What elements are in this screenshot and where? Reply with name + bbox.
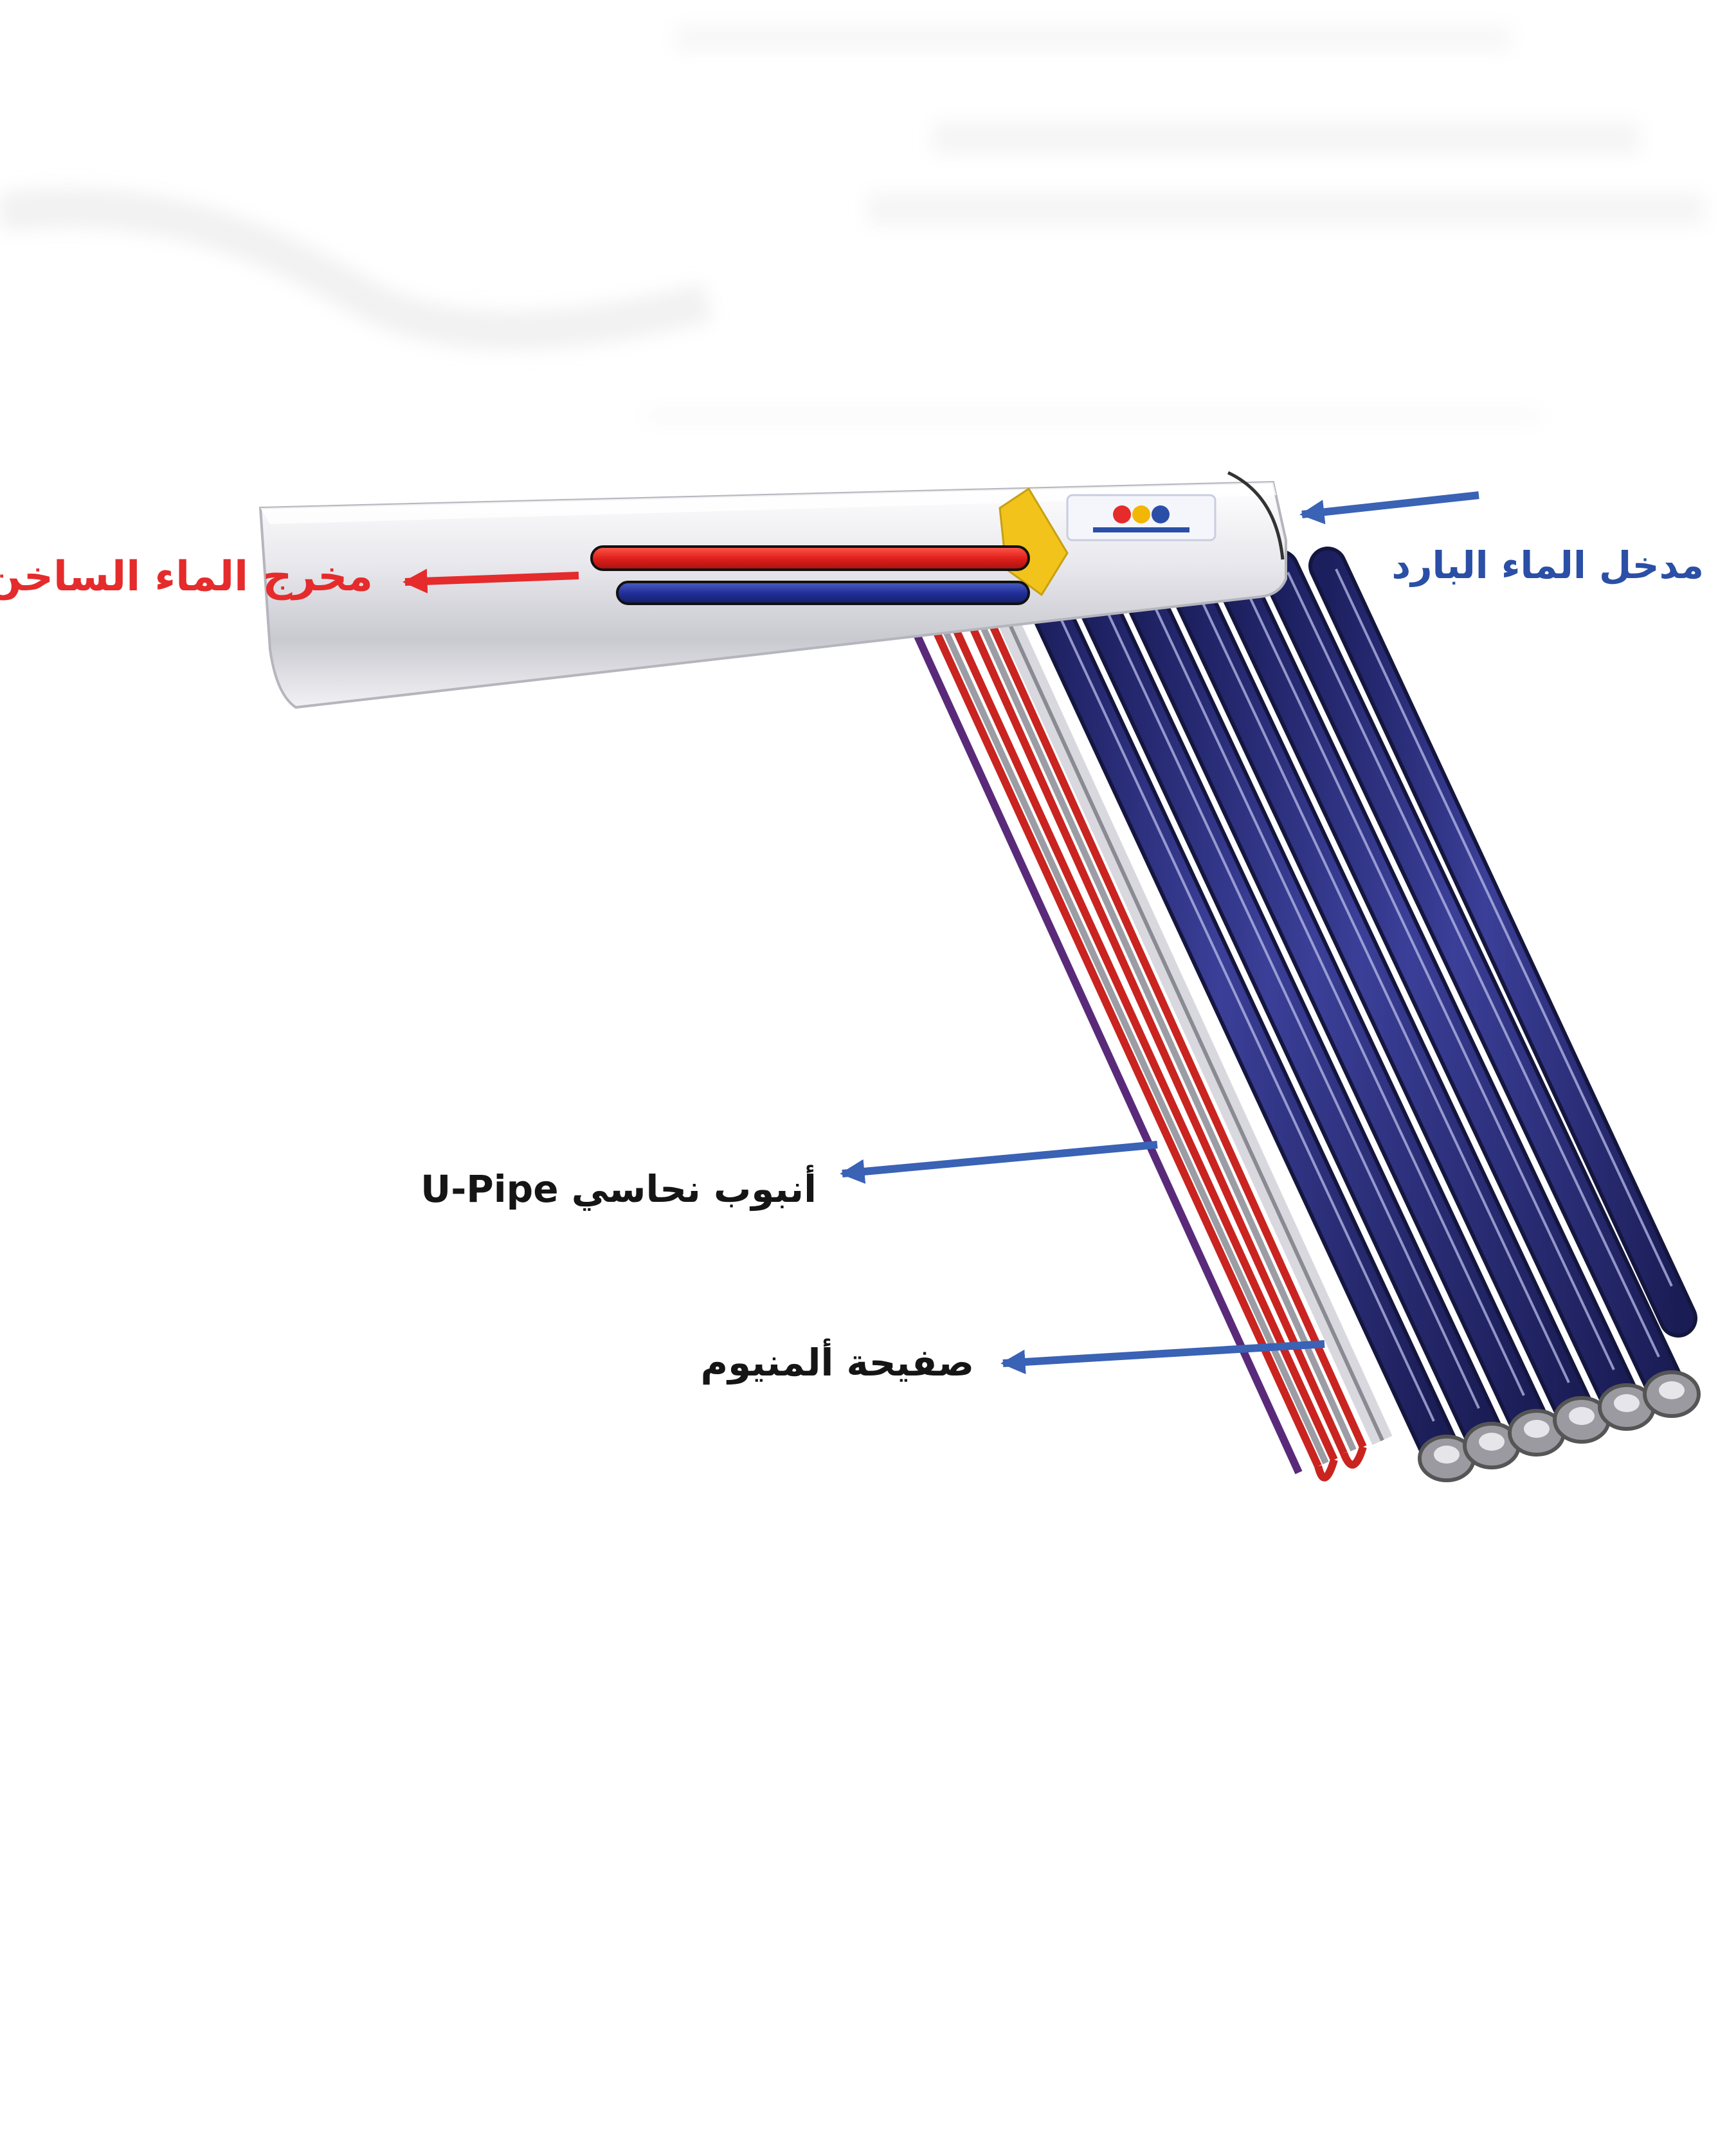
aluminum-plate-arrow (1000, 1340, 1325, 1375)
vacuum-tube (1163, 556, 1611, 1444)
aluminum-plate-label: صفيحة ألمنيوم (700, 1341, 974, 1384)
cutaway-tube (954, 590, 1367, 1469)
cold-header-pipe (616, 581, 1030, 605)
cold-inlet-arrow (1299, 491, 1479, 525)
vacuum-tube (1308, 547, 1697, 1338)
hot-water-outlet-label: مخرج الماء الساخن (0, 553, 373, 601)
vacuum-tubes (1018, 547, 1701, 1482)
vacuum-tube (1115, 559, 1566, 1457)
aluminum-fin (983, 583, 1393, 1446)
hot-outlet-arrow (402, 568, 579, 594)
brand-logo (1066, 494, 1216, 541)
pointer-arrows (402, 491, 1479, 1375)
u-pipe-arrow (840, 1141, 1158, 1184)
vacuum-tube (1067, 562, 1521, 1469)
hot-header-pipe (590, 545, 1030, 571)
copper-u-pipe-label: أنبوب نحاسي U-Pipe (420, 1167, 817, 1211)
vacuum-tube (1211, 552, 1656, 1431)
cold-water-inlet-label: مدخل الماء البارد (1391, 543, 1704, 587)
header-pipes (590, 545, 1030, 605)
background-haze (0, 26, 1704, 421)
vacuum-tube (1260, 549, 1701, 1418)
cutaway-tube (896, 590, 1338, 1482)
